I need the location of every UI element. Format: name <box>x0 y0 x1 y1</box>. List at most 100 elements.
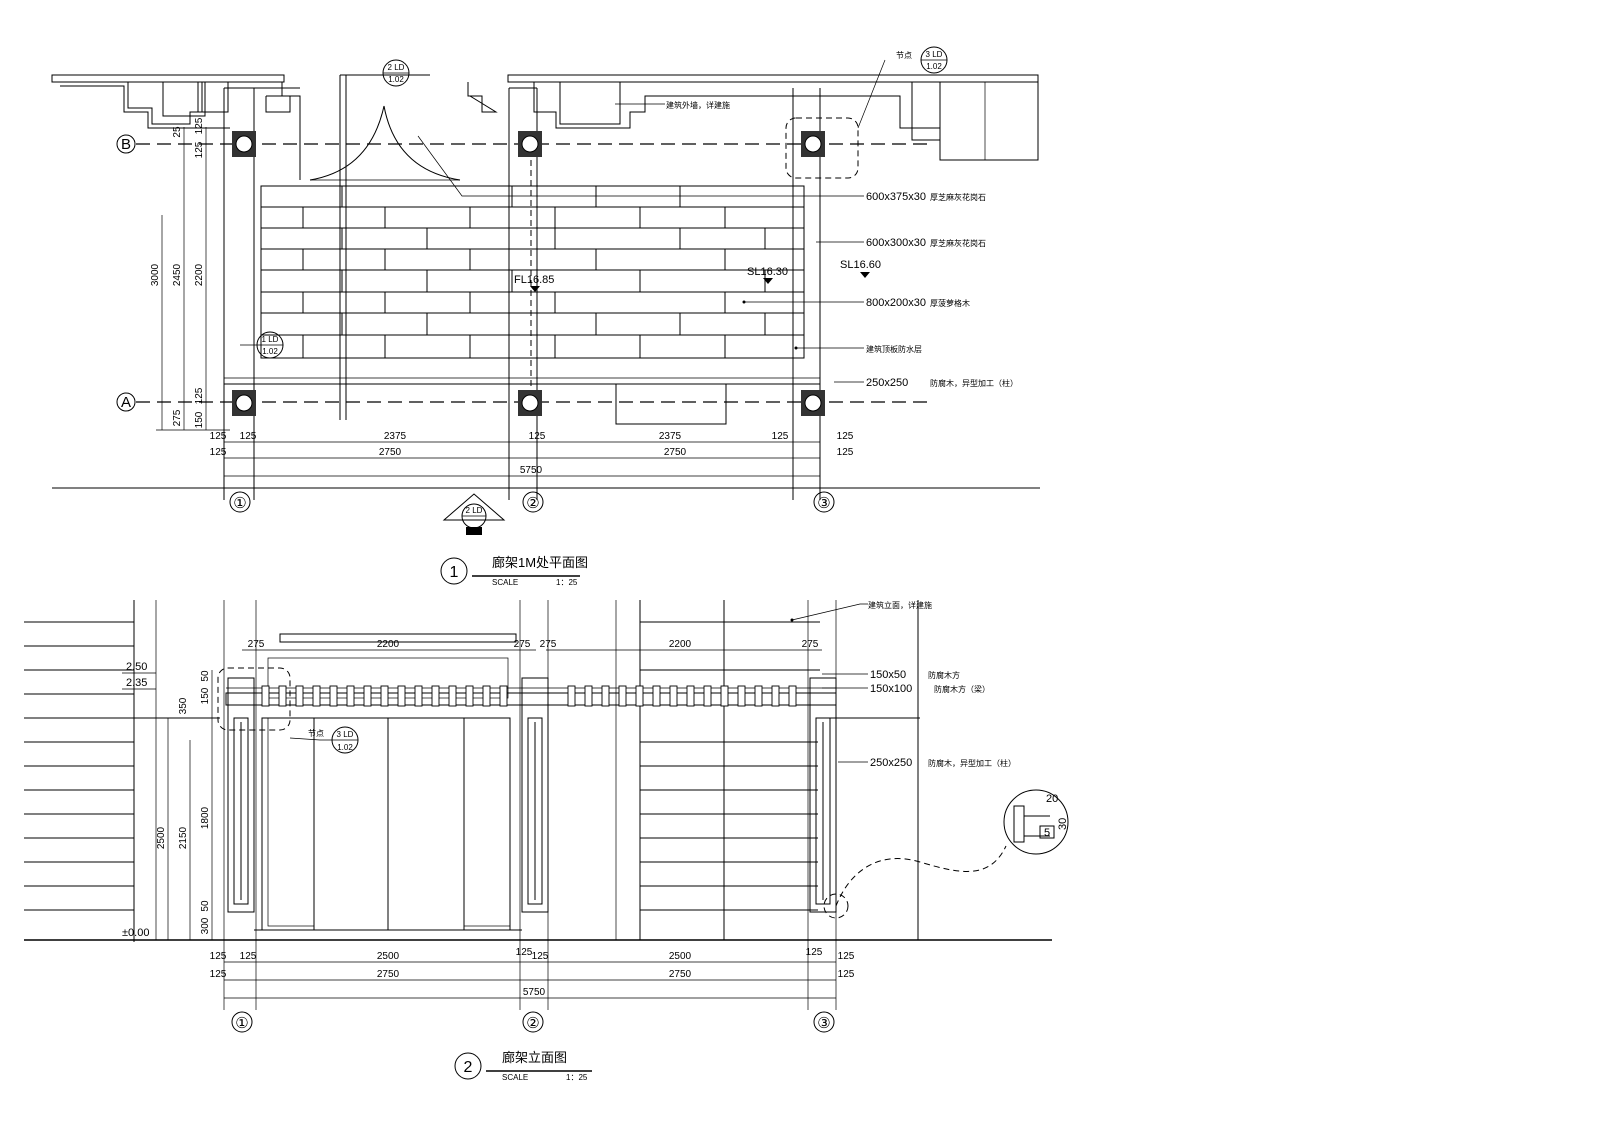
elev-top-dims: 275 2200 275 275 2200 275 <box>242 639 822 651</box>
svg-text:2.50: 2.50 <box>126 661 147 673</box>
svg-text:2450: 2450 <box>172 263 183 286</box>
callout-600x300: 600x300x30 <box>866 237 926 249</box>
elevation-view: 3 LD 1.02 节点 2.50 2.35 ±0.00 275 2200 27… <box>24 600 1069 1082</box>
node-label-elev: 节点 <box>308 729 324 738</box>
rafter <box>448 685 457 707</box>
elev-grid-bubbles: ① ② ③ <box>231 1011 835 1033</box>
building-wall-outline <box>51 74 1039 420</box>
svg-text:2750: 2750 <box>379 447 402 458</box>
svg-text:③: ③ <box>817 1015 830 1032</box>
elevation-columns <box>227 677 837 913</box>
svg-text:2200: 2200 <box>669 639 692 650</box>
rafter <box>618 685 627 707</box>
svg-text:3000: 3000 <box>150 263 161 286</box>
plan-view: B A 2 LD 1.02 3 LD 1.02 节点 1 LD 1.02 <box>51 46 1040 587</box>
svg-text:30: 30 <box>1057 818 1069 830</box>
callout-250x250-elev: 250x250 <box>870 757 912 769</box>
svg-text:125: 125 <box>210 447 227 458</box>
svg-text:150: 150 <box>194 411 205 428</box>
rafter <box>584 685 593 707</box>
svg-text:②: ② <box>526 1015 539 1032</box>
svg-text:125: 125 <box>532 951 549 962</box>
rafter <box>380 685 389 707</box>
svg-text:20: 20 <box>1046 793 1058 805</box>
svg-text:2375: 2375 <box>384 431 407 442</box>
rafter <box>397 685 406 707</box>
svg-text:1：25: 1：25 <box>556 578 578 587</box>
elev-detail-bubble: 3 LD 1.02 节点 <box>308 726 359 754</box>
rafter <box>363 685 372 707</box>
callout-waterproof: 建筑顶板防水层 <box>866 344 922 354</box>
detail-bubble-3ld: 3 LD 1.02 节点 <box>896 46 948 74</box>
rafter <box>346 685 355 707</box>
elevation-frame <box>155 600 837 1010</box>
svg-text:2150: 2150 <box>178 826 189 849</box>
svg-text:125: 125 <box>194 117 205 134</box>
svg-text:125: 125 <box>210 951 227 962</box>
svg-text:SCALE: SCALE <box>502 1073 528 1082</box>
rafter <box>686 685 695 707</box>
row-label-b: B <box>121 136 131 153</box>
svg-text:125: 125 <box>240 431 257 442</box>
svg-text:5: 5 <box>1044 827 1050 839</box>
svg-text:1: 1 <box>450 564 459 581</box>
svg-text:1.02: 1.02 <box>388 75 404 84</box>
svg-text:125: 125 <box>838 969 855 980</box>
level-sl-1: SL16.30 <box>747 266 788 278</box>
svg-text:SCALE: SCALE <box>492 578 518 587</box>
svg-text:厚芝麻灰花岗石: 厚芝麻灰花岗石 <box>930 238 986 248</box>
svg-text:1.02: 1.02 <box>337 743 353 752</box>
svg-text:275: 275 <box>802 639 819 650</box>
svg-text:①: ① <box>233 495 246 512</box>
svg-text:3 LD: 3 LD <box>926 50 943 59</box>
svg-text:50: 50 <box>200 670 211 682</box>
plan-title-text: 廊架1M处平面图 <box>492 555 588 570</box>
detail-bubble-1ld: 1 LD 1.02 <box>240 331 284 359</box>
elev-detail-cloud <box>217 667 291 731</box>
svg-text:1 LD: 1 LD <box>262 335 279 344</box>
rafter <box>261 685 270 707</box>
svg-text:150: 150 <box>200 687 211 704</box>
svg-text:2500: 2500 <box>377 951 400 962</box>
rafter <box>329 685 338 707</box>
elev-horizontal-dims: 125 125 2500 125 125 2500 125 125 125 27… <box>210 947 855 999</box>
left-siding <box>24 600 220 942</box>
rafter <box>652 685 661 707</box>
svg-text:③: ③ <box>817 495 830 512</box>
svg-text:125: 125 <box>240 951 257 962</box>
row-label-a: A <box>121 394 131 411</box>
column-profile-detail: 20 5 30 <box>823 789 1069 919</box>
pergola-rafters <box>261 685 797 707</box>
svg-text:2 LD: 2 LD <box>466 506 483 515</box>
rafter <box>669 685 678 707</box>
elevation-title-text: 廊架立面图 <box>502 1050 567 1065</box>
svg-text:防腐木方: 防腐木方 <box>928 670 960 680</box>
svg-text:25: 25 <box>172 126 183 138</box>
svg-text:1.02: 1.02 <box>926 62 942 71</box>
svg-text:125: 125 <box>838 951 855 962</box>
rafter <box>788 685 797 707</box>
svg-text:125: 125 <box>516 947 533 958</box>
elev-levels: 2.50 2.35 ±0.00 <box>118 661 156 941</box>
rafter <box>771 685 780 707</box>
plan-title: 1 廊架1M处平面图 SCALE 1：25 <box>440 555 588 587</box>
svg-text:2375: 2375 <box>659 431 682 442</box>
svg-text:125: 125 <box>210 431 227 442</box>
plan-horizontal-dims: 125 2375 125 125 2375 125 125 2750 2750 … <box>210 431 854 477</box>
section-marker: 2 LD <box>442 493 506 535</box>
elevation-title: 2 廊架立面图 SCALE 1：25 <box>454 1050 592 1082</box>
svg-text:5750: 5750 <box>523 987 546 998</box>
svg-text:125: 125 <box>194 141 205 158</box>
plan-columns <box>232 131 825 416</box>
rafter <box>278 685 287 707</box>
rafter <box>601 685 610 707</box>
rafter <box>703 685 712 707</box>
callout-150x50: 150x50 <box>870 669 906 681</box>
rafter <box>465 685 474 707</box>
svg-text:1.02: 1.02 <box>262 347 278 356</box>
callout-800x200: 800x200x30 <box>866 297 926 309</box>
rafter <box>482 685 491 707</box>
plan-grid-bubbles: ① ② ③ <box>229 491 835 513</box>
svg-text:125: 125 <box>837 431 854 442</box>
